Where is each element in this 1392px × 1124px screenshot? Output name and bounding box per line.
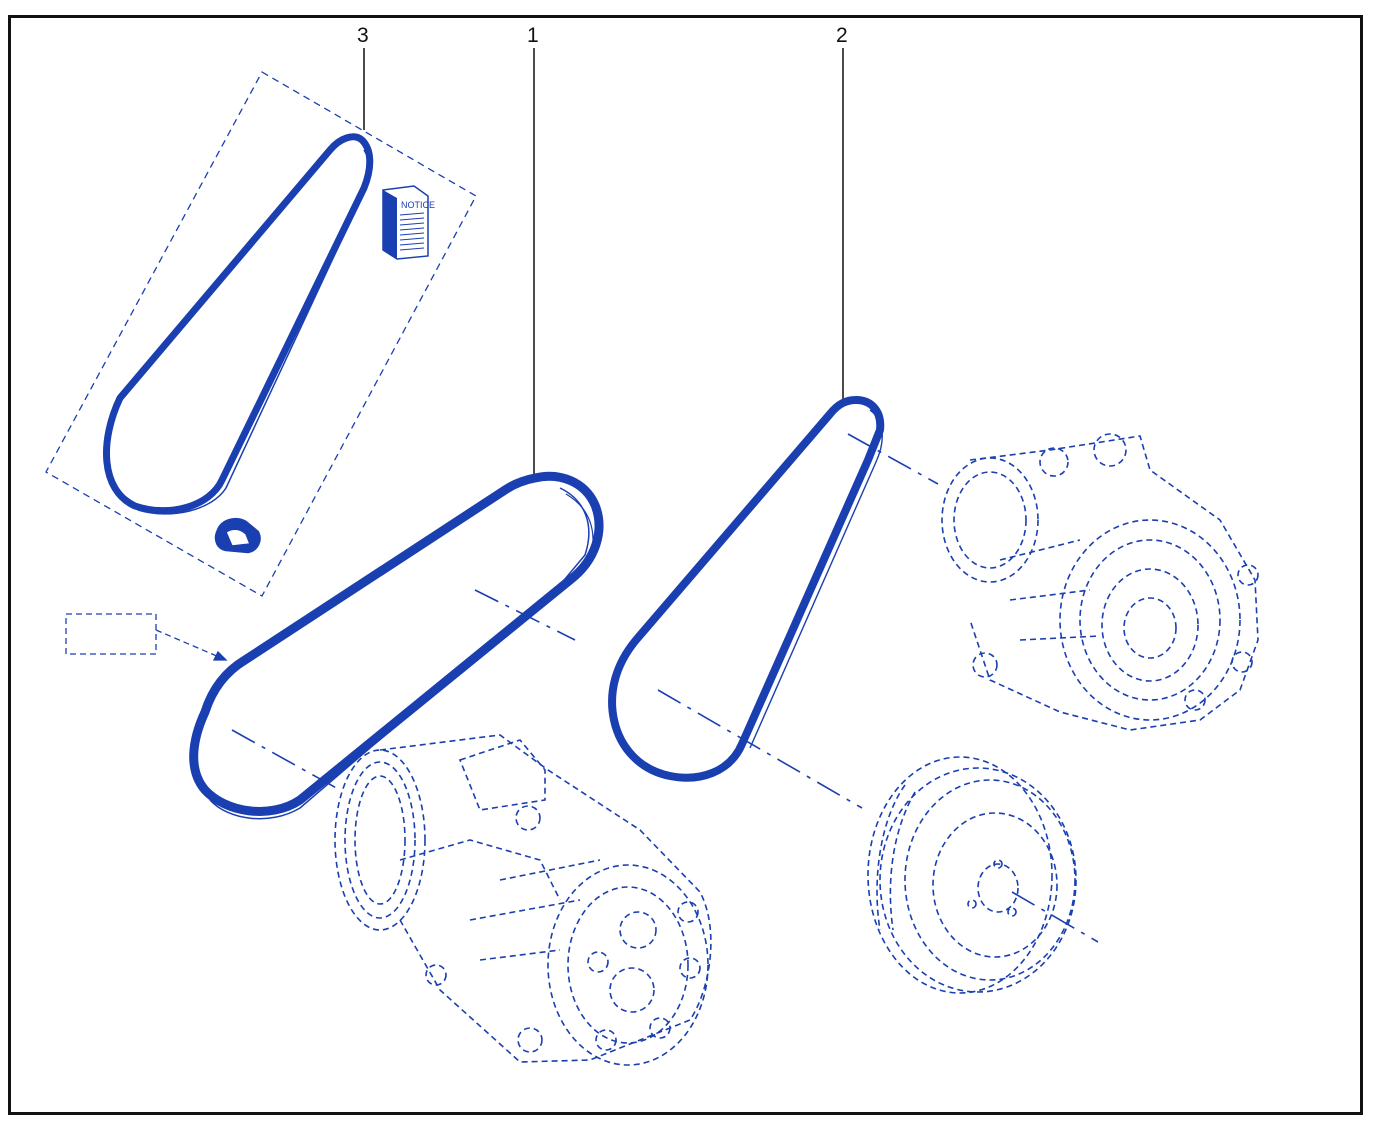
belt-2 [608,396,885,782]
callout-3: 3 [357,24,369,47]
alternator [941,433,1259,731]
belt-tensioner-clip-icon [214,518,261,554]
kit-boundary [45,71,477,597]
axis-lines [231,433,1099,943]
booklet-label: NOTICE [401,200,435,210]
ac-compressor [334,734,712,1066]
diagram-frame [8,15,1363,1115]
kit-belt [103,133,374,515]
callout-1: 1 [527,24,539,47]
leader-lines [363,48,844,474]
belt-kit-booklet-icon: NOTICE [382,185,435,260]
belt-1 [189,471,604,820]
crankshaft-pulley [867,756,1077,994]
reference-box [65,613,228,661]
callout-2: 2 [836,24,848,47]
